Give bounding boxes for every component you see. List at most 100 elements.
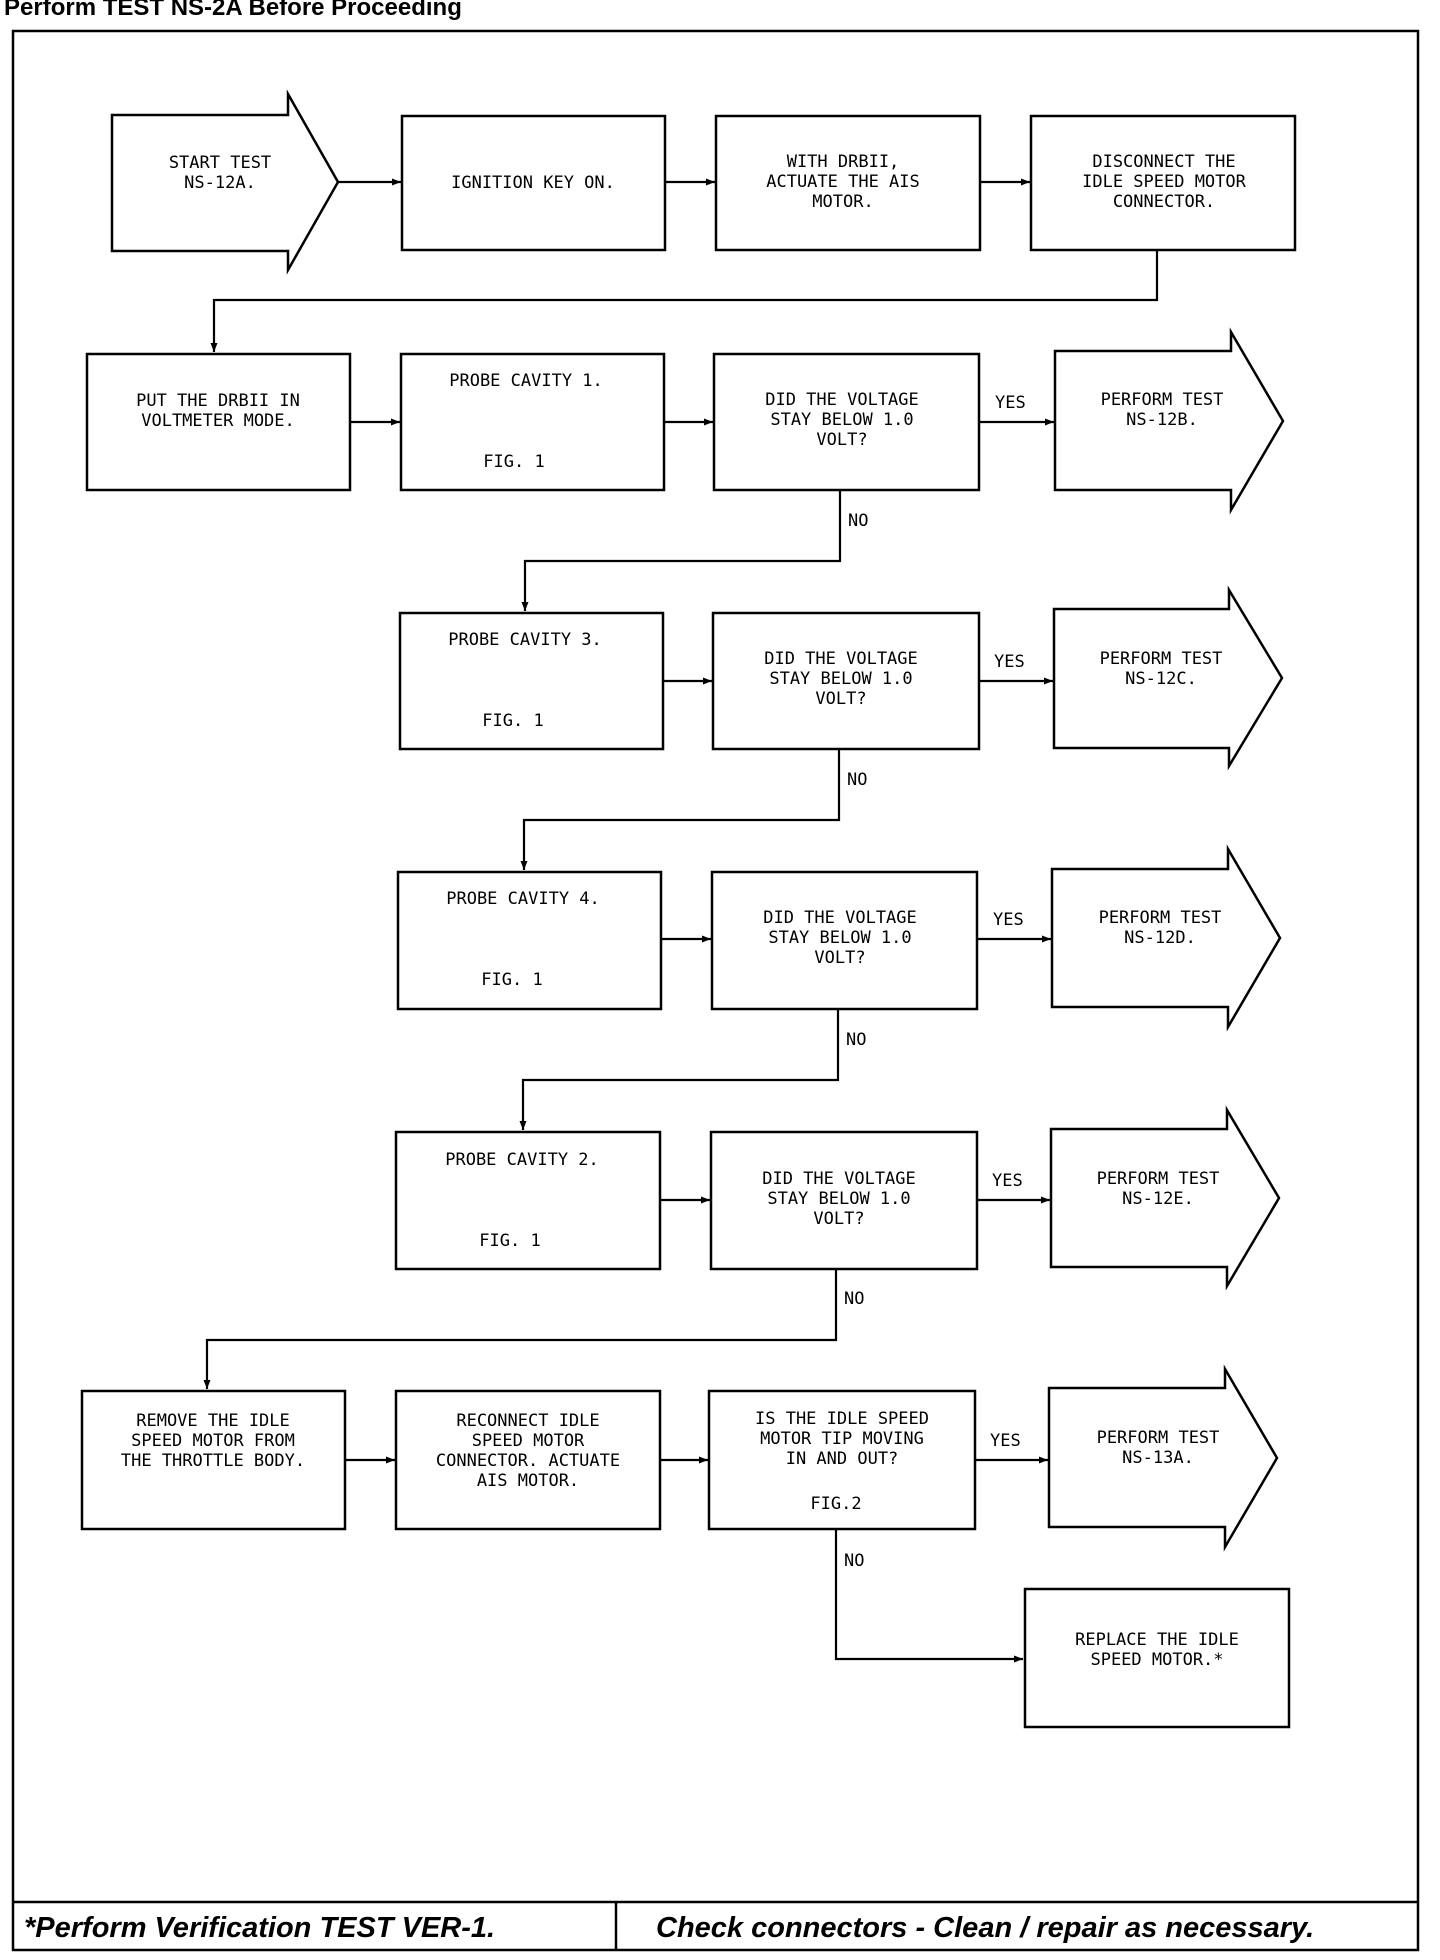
perform-test-ns12b-arrow: [1053, 327, 1285, 515]
box-text-line: FIG. 1: [483, 452, 544, 472]
box-text-line: IS THE IDLE SPEED: [755, 1409, 929, 1429]
node-text: IGNITION KEY ON.: [451, 173, 615, 193]
box-text-line: PERFORM TEST: [1097, 1169, 1220, 1189]
probe-cavity-1-box: [399, 352, 666, 492]
node-text: PROBE CAVITY 3.: [448, 630, 602, 650]
node-text: PROBE CAVITY 2.: [445, 1150, 599, 1170]
box-text-line: VOLT?: [814, 948, 865, 968]
box-text-line: MOTOR TIP MOVING: [760, 1429, 924, 1449]
box-text-line: AIS MOTOR.: [477, 1471, 579, 1491]
box-text-line: DID THE VOLTAGE: [763, 908, 917, 928]
box-text-line: DID THE VOLTAGE: [765, 390, 919, 410]
box-text-line: IN AND OUT?: [786, 1449, 899, 1469]
box-text-line: VOLT?: [816, 430, 867, 450]
yes-label: YES: [995, 393, 1026, 413]
disconnect-connector-box: [1029, 114, 1297, 252]
node-text: FIG. 1: [481, 970, 542, 990]
box-text-line: REPLACE THE IDLE: [1075, 1630, 1239, 1650]
perform-test-ns12e-arrow: [1049, 1105, 1281, 1291]
box-text-line: NS-12E.: [1122, 1189, 1194, 1209]
connector-question2-no: [520, 749, 841, 870]
box-text-line: STAY BELOW 1.0: [768, 928, 911, 948]
connector-question1-no: [521, 490, 842, 611]
box-text-line: PROBE CAVITY 1.: [449, 371, 603, 391]
node-text: PROBE CAVITY 1.: [449, 371, 603, 391]
page-title: Perform TEST NS-2A Before Proceeding: [4, 0, 462, 21]
node-text: FIG. 1: [482, 711, 543, 731]
box-text-line: NS-12B.: [1126, 410, 1198, 430]
node-text: PROBE CAVITY 4.: [446, 889, 600, 909]
box-text-line: STAY BELOW 1.0: [767, 1189, 910, 1209]
motor-tip-question-box: [707, 1389, 977, 1531]
box-text-line: IGNITION KEY ON.: [451, 173, 615, 193]
node-text: FIG. 1: [479, 1231, 540, 1251]
box-text-line: PUT THE DRBII IN: [136, 391, 300, 411]
box-text-line: PERFORM TEST: [1100, 649, 1223, 669]
voltage-question-3-box: [710, 870, 979, 1011]
box-text-line: SPEED MOTOR FROM: [131, 1431, 295, 1451]
connector-question5-no: [834, 1529, 1023, 1663]
footer-verification-note: *Perform Verification TEST VER-1.: [24, 1912, 496, 1944]
box-text-line: NS-12A.: [184, 173, 256, 193]
box-text-line: WITH DRBII,: [787, 152, 900, 172]
box-text-line: FIG. 1: [479, 1231, 540, 1251]
no-label: NO: [844, 1289, 864, 1309]
no-label: NO: [844, 1551, 864, 1571]
box-text-line: STAY BELOW 1.0: [769, 669, 912, 689]
box-text-line: STAY BELOW 1.0: [770, 410, 913, 430]
yes-label: YES: [994, 652, 1025, 672]
connector-question3-no: [519, 1009, 840, 1130]
footer-connectors-note: Check connectors - Clean / repair as nec…: [656, 1912, 1315, 1944]
probe-cavity-4-box: [396, 870, 663, 1011]
box-text-line: SPEED MOTOR.*: [1090, 1650, 1223, 1670]
box-text-line: FIG. 1: [481, 970, 542, 990]
box-text-line: REMOVE THE IDLE: [136, 1411, 290, 1431]
perform-test-ns13a-arrow: [1047, 1364, 1279, 1552]
node-text: FIG. 1: [483, 452, 544, 472]
replace-motor-box: [1023, 1587, 1291, 1729]
voltage-question-1-box: [712, 352, 981, 492]
voltage-question-2-box: [711, 611, 981, 751]
box-text-line: CONNECTOR.: [1113, 192, 1215, 212]
box-text-line: CONNECTOR. ACTUATE: [436, 1451, 620, 1471]
no-label: NO: [848, 511, 868, 531]
box-text-line: DID THE VOLTAGE: [764, 649, 918, 669]
box-text-line: VOLT?: [815, 689, 866, 709]
box-text-line: DID THE VOLTAGE: [762, 1169, 916, 1189]
yes-label: YES: [992, 1171, 1023, 1191]
box-text-line: FIG.2: [810, 1494, 861, 1514]
box-text-line: PROBE CAVITY 4.: [446, 889, 600, 909]
box-text-line: MOTOR.: [812, 192, 873, 212]
box-text-line: VOLTMETER MODE.: [141, 411, 295, 431]
box-text-line: NS-13A.: [1122, 1448, 1194, 1468]
box-text-line: FIG. 1: [482, 711, 543, 731]
voltmeter-mode-box: [85, 352, 352, 492]
box-text-line: ACTUATE THE AIS: [766, 172, 920, 192]
perform-test-ns12d-arrow: [1050, 844, 1282, 1032]
box-text-line: PERFORM TEST: [1097, 1428, 1220, 1448]
perform-test-ns12c-arrow: [1052, 585, 1284, 771]
box-text-line: IDLE SPEED MOTOR: [1082, 172, 1247, 192]
box-text-line: NS-12C.: [1125, 669, 1197, 689]
box-text-line: VOLT?: [813, 1209, 864, 1229]
box-text-line: RECONNECT IDLE: [456, 1411, 599, 1431]
box-text-line: SPEED MOTOR: [472, 1431, 585, 1451]
node-text: FIG.2: [810, 1494, 861, 1514]
